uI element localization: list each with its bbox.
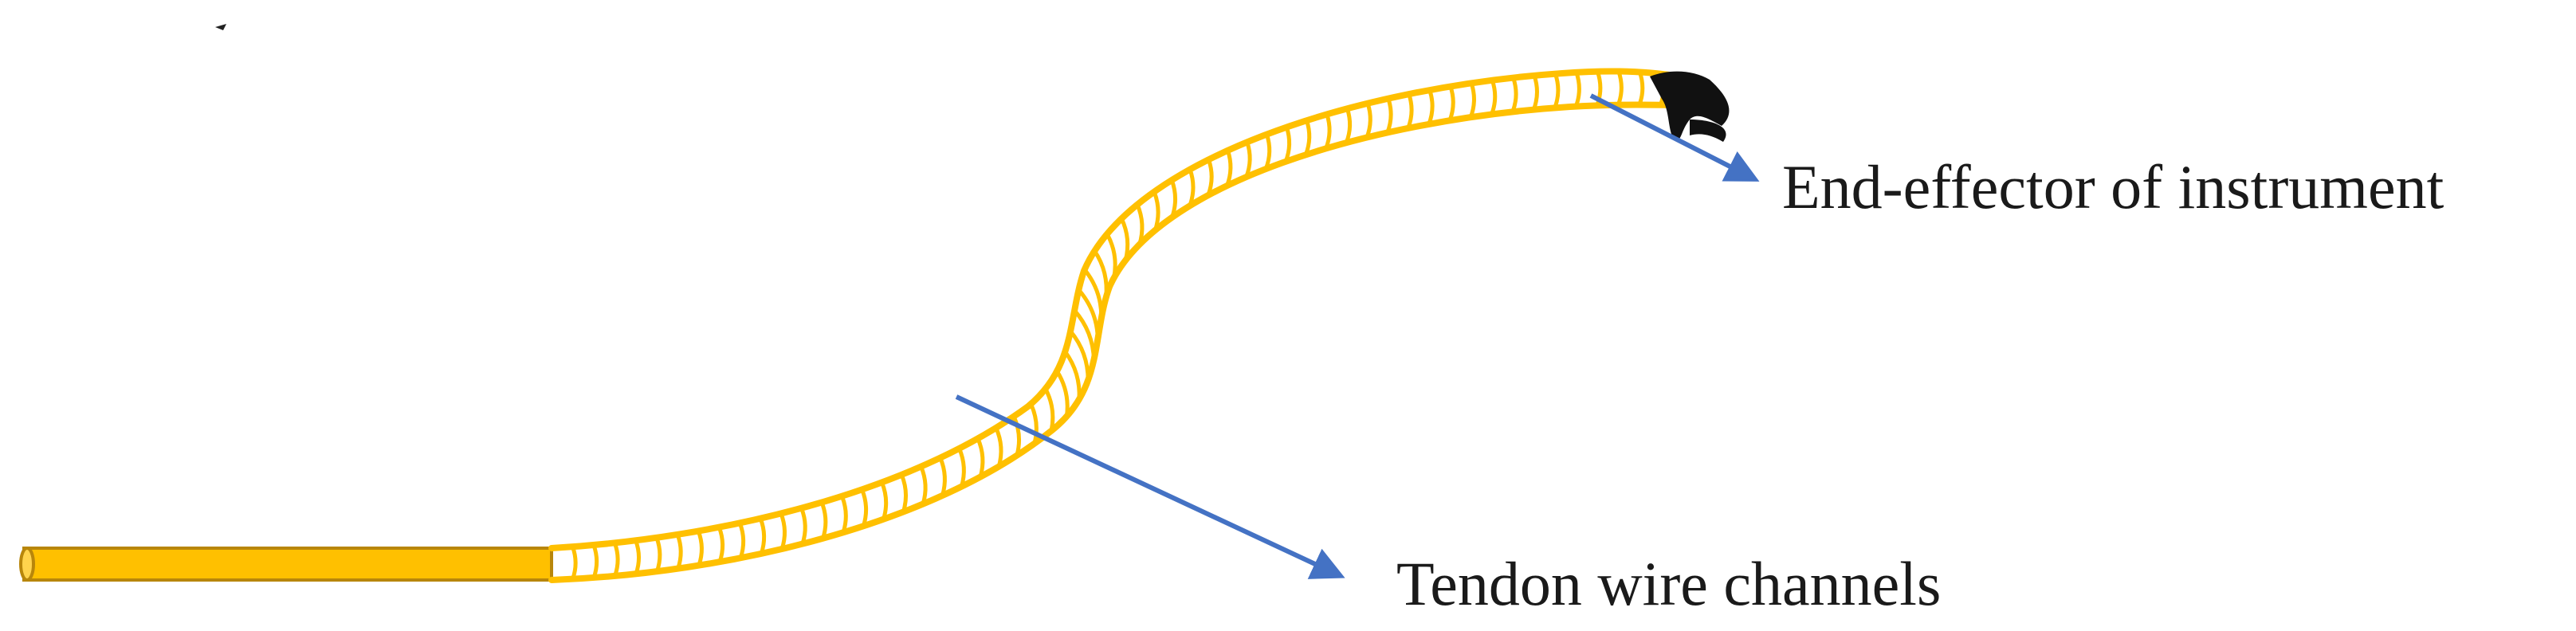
- segment-rib: [1510, 76, 1518, 113]
- segment-rib: [612, 542, 620, 577]
- segment-rib: [1105, 233, 1117, 279]
- segment-rib: [1077, 288, 1100, 339]
- segment-rib: [1616, 70, 1624, 106]
- segment-rib: [654, 536, 662, 573]
- segment-rib: [1263, 133, 1272, 170]
- segment-rib: [1385, 97, 1393, 134]
- segment-rib: [1427, 89, 1435, 125]
- segment-rib: [1206, 159, 1214, 197]
- segment-rib: [799, 507, 807, 545]
- segment-rib: [976, 437, 985, 478]
- segment-rib: [1244, 141, 1252, 178]
- segment-rib: [1595, 70, 1603, 107]
- segment-rib: [1283, 126, 1292, 163]
- segment-rib: [696, 530, 704, 566]
- segment-rib: [819, 501, 828, 539]
- tendon-wire-channels-label: Tendon wire channels: [1396, 549, 1942, 618]
- segment-rib: [1093, 249, 1109, 298]
- segment-rib: [1169, 179, 1178, 218]
- segment-rib: [1365, 102, 1372, 139]
- segment-rib: [860, 488, 869, 527]
- segment-rib: [1225, 150, 1233, 187]
- segment-rib: [1468, 82, 1476, 119]
- segment-rib: [1135, 203, 1145, 245]
- tendon-wire-channel-ribs: [571, 70, 1666, 580]
- segment-rib: [957, 447, 966, 488]
- segment-rib: [899, 473, 908, 513]
- segment-rib: [737, 522, 746, 559]
- segment-rib: [1406, 93, 1414, 129]
- segment-rib: [880, 481, 889, 520]
- segment-rib: [1188, 168, 1196, 207]
- segment-rib: [1082, 268, 1104, 319]
- segment-rib: [1119, 218, 1130, 261]
- segment-rib: [1055, 370, 1070, 417]
- segment-rib: [717, 526, 725, 562]
- segment-rib: [840, 495, 848, 534]
- end-effector-jaw: [1650, 71, 1730, 142]
- segment-rib: [1069, 330, 1090, 381]
- segment-rib: [1344, 108, 1353, 144]
- flexible-segmented-section: [548, 68, 1685, 583]
- segment-rib: [1490, 79, 1498, 116]
- stray-mark: [215, 24, 226, 30]
- segment-rib: [571, 546, 578, 580]
- tendon-channels-arrow: [955, 394, 1345, 579]
- end-effector-label: End-effector of instrument: [1782, 152, 2444, 221]
- segment-rib: [1637, 71, 1645, 106]
- segment-rib: [1152, 190, 1160, 231]
- flex-outline-top: [548, 68, 1685, 551]
- segment-rib: [1029, 403, 1039, 445]
- flex-outline-bottom: [548, 101, 1685, 583]
- segment-rib: [1073, 309, 1096, 360]
- segment-rib: [758, 517, 767, 555]
- segment-rib: [1553, 73, 1561, 109]
- segment-rib: [675, 534, 683, 570]
- segment-rib: [634, 539, 642, 575]
- segment-rib: [1043, 387, 1055, 432]
- end-effector-arrow: [1589, 93, 1760, 182]
- rigid-shaft: [19, 547, 553, 582]
- segment-rib: [919, 465, 928, 505]
- segment-rib: [779, 512, 787, 550]
- segment-rib: [1531, 75, 1539, 111]
- segment-rib: [591, 544, 599, 578]
- segment-rib: [1303, 120, 1312, 156]
- segment-rib: [1063, 350, 1082, 400]
- segment-rib: [1573, 72, 1581, 108]
- segment-rib: [994, 426, 1003, 468]
- segment-rib: [1324, 113, 1332, 150]
- segment-rib: [1011, 415, 1022, 457]
- segment-rib: [938, 457, 947, 496]
- segment-rib: [1447, 85, 1455, 122]
